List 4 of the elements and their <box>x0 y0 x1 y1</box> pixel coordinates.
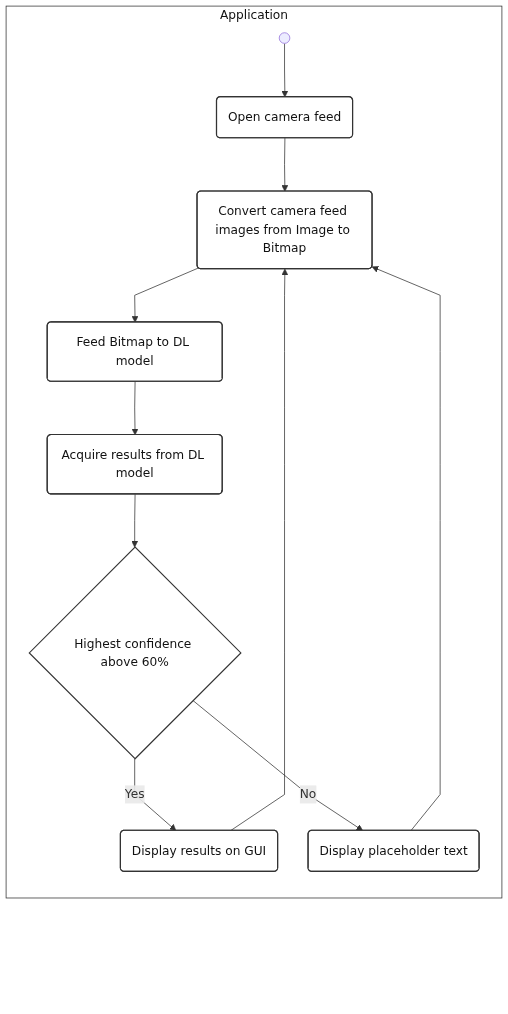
node-circle <box>278 32 291 44</box>
edge-label: Yes <box>124 786 145 802</box>
node-diamond: Highest confidence above 60% <box>28 546 242 760</box>
edge-label: No <box>299 786 317 802</box>
